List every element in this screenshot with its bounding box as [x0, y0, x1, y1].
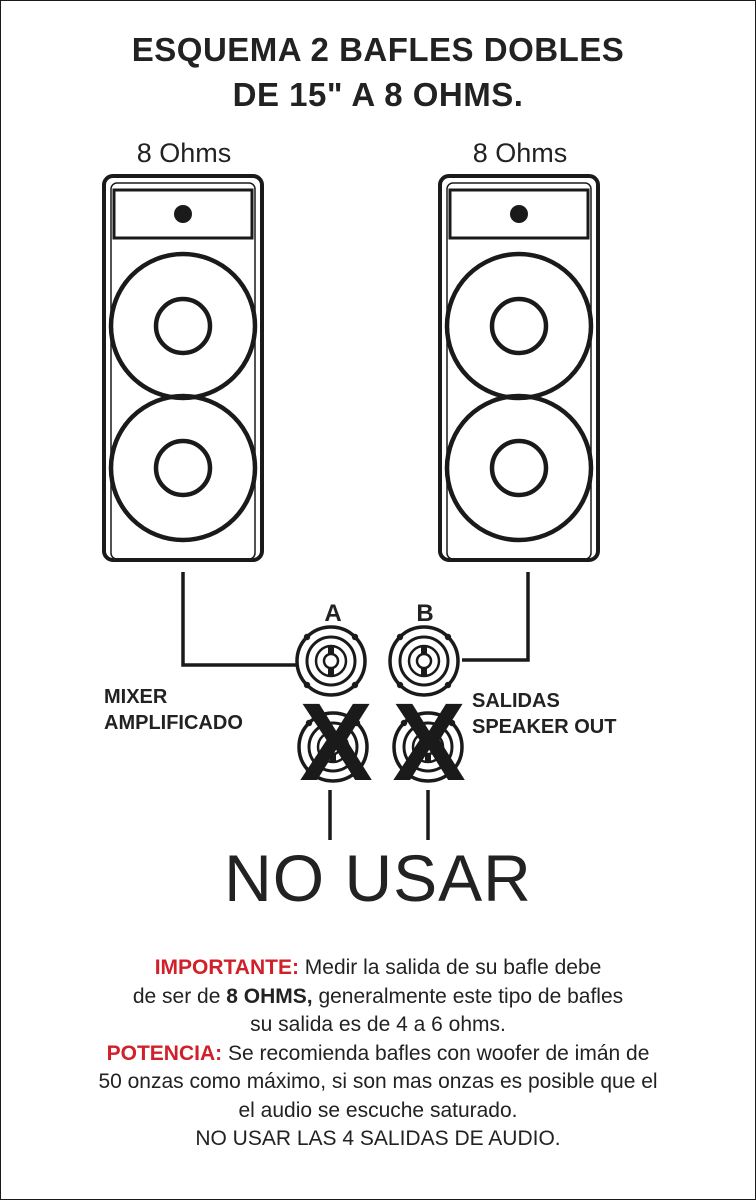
jack-a-label: A: [324, 600, 342, 627]
power-text-1: Se recomienda bafles con woofer de imán …: [222, 1041, 650, 1065]
final-warning: NO USAR LAS 4 SALIDAS DE AUDIO.: [195, 1127, 561, 1150]
mixer-label: MIXER AMPLIFICADO: [104, 684, 243, 736]
speaker-cabinet-left: [104, 176, 262, 560]
important-text-1: Medir la salida de su bafle debe: [298, 956, 602, 979]
wire-left: [181, 572, 296, 667]
title-line-1: ESQUEMA 2 BAFLES DOBLES: [131, 31, 625, 68]
salidas-label-line-1: SALIDAS: [472, 690, 560, 712]
speaker-left-impedance: 8 Ohms: [136, 138, 232, 168]
important-text-2a: de ser de: [132, 984, 227, 1008]
notes-block: IMPORTANTE: Medir la salida de su bafle …: [0, 954, 756, 1154]
salidas-label-line-2: SPEAKER OUT: [472, 716, 617, 738]
speaker-right-impedance: 8 Ohms: [472, 138, 568, 168]
power-line-2: 50 onzas como máximo, si son mas onzas e…: [98, 1070, 658, 1093]
power-label: POTENCIA:: [106, 1041, 223, 1065]
power-line-1: POTENCIA: Se recomienda bafles con woofe…: [0, 1040, 756, 1069]
important-label: IMPORTANTE:: [154, 956, 299, 979]
salidas-label: SALIDAS SPEAKER OUT: [472, 688, 616, 740]
power-line-3: el audio se escuche saturado.: [238, 1098, 518, 1122]
wire-right: [462, 572, 530, 662]
no-usar-warning: NO USAR: [224, 841, 532, 915]
important-text-2b: generalmente este tipo de bafles: [312, 984, 624, 1008]
cross-mark-right: X: [392, 681, 466, 804]
important-line-3: su salida es de 4 a 6 ohms.: [250, 1013, 506, 1036]
mixer-label-line-2: AMPLIFICADO: [104, 712, 243, 734]
cross-mark-left: X: [299, 681, 373, 804]
important-line-2: de ser de 8 OHMS, generalmente este tipo…: [0, 983, 756, 1012]
important-line-1: IMPORTANTE: Medir la salida de su bafle …: [0, 954, 756, 983]
important-bold: 8 OHMS,: [226, 984, 313, 1008]
title-line-2: DE 15" A 8 OHMS.: [232, 76, 524, 113]
jack-b-label: B: [416, 600, 434, 627]
mixer-label-line-1: MIXER: [104, 686, 168, 708]
speaker-cabinet-right: [440, 176, 598, 560]
